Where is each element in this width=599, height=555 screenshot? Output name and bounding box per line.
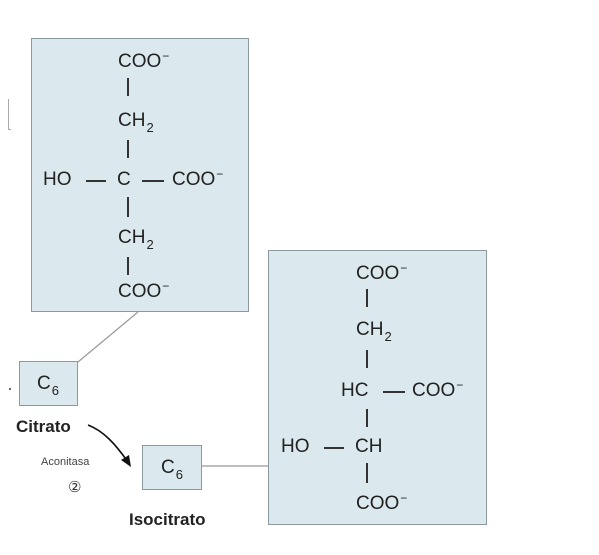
citrate-bond-2 [127,140,129,158]
step-number-icon: ② [68,479,82,496]
citrate-ch2-top: CH2 [118,110,154,135]
citrate-bottom-carboxylate: COO− [118,279,170,302]
citrate-top-carboxylate: COO− [118,49,170,72]
isocitrate-right-carboxylate: COO− [412,378,464,401]
isocitrate-top-carboxylate: COO− [356,261,408,284]
isocitrate-hc: HC [341,380,369,401]
citrate-structure-box [31,38,249,312]
isocitrate-bond-ho [324,447,344,449]
isocitrate-bottom-carboxylate: COO− [356,491,408,514]
isocitrate-c6-label: C6 [161,457,183,482]
isocitrate-bond-right [383,391,405,393]
citrate-ch2-bottom: CH2 [118,227,154,252]
citrate-hydroxyl: HO [43,169,72,190]
isocitrate-bond-4 [366,463,368,483]
citrate-bond-4 [127,257,129,275]
isocitrate-bond-3 [366,409,368,427]
reaction-arrowhead [121,455,131,467]
citrate-c6-box [19,361,78,406]
isocitrate-hydroxyl: HO [281,436,310,457]
citrate-connector [77,311,139,363]
reaction-arrow [87,424,129,463]
citrate-bond-ho [86,180,106,182]
enzyme-name: Aconitasa [41,456,90,468]
isocitrate-bond-1 [366,289,368,307]
citrate-bond-3 [127,197,129,217]
isocitrate-c6-box [142,445,202,490]
citrate-bond-right [142,180,164,182]
isocitrate-ch: CH [355,436,383,457]
edge-dot [9,388,11,390]
citrate-right-carboxylate: COO− [172,167,224,190]
isocitrate-bond-2 [366,350,368,368]
isocitrate-name: Isocitrato [129,510,206,529]
citrate-c6-label: C6 [37,373,59,398]
isocitrate-ch2: CH2 [356,319,392,344]
citrate-central-carbon: C [117,169,131,190]
isocitrate-structure-box [268,250,487,525]
citrate-name: Citrato [16,417,71,436]
citrate-bond-1 [127,78,129,96]
edge-mark [8,99,11,130]
